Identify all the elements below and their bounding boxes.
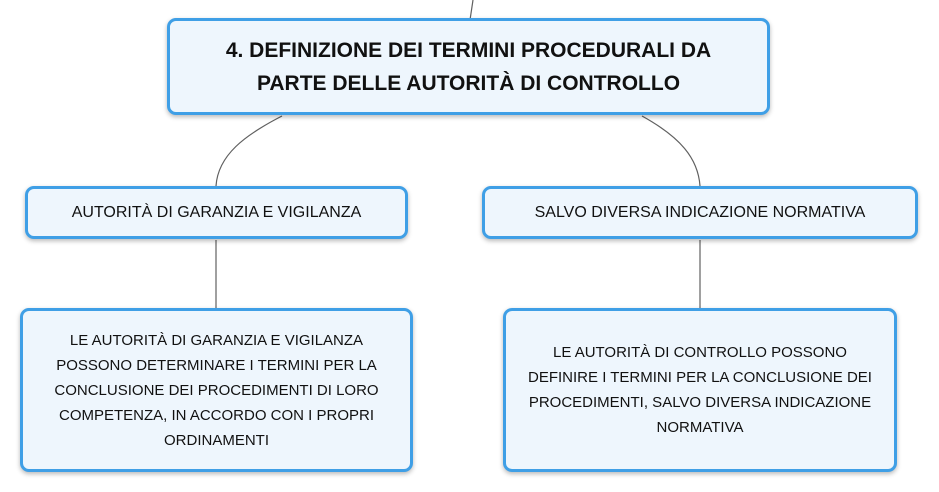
connector-root-to-left-branch xyxy=(215,115,283,187)
detail-node-text: LE AUTORITÀ DI CONTROLLO POSSONO DEFINIR… xyxy=(528,344,872,436)
detail-node-autorita-garanzia[interactable]: LE AUTORITÀ DI GARANZIA E VIGILANZA POSS… xyxy=(20,308,413,472)
root-node-label: 4. DEFINIZIONE DEI TERMINI PROCEDURALI D… xyxy=(225,38,712,95)
connector-parent-to-root xyxy=(469,0,474,21)
branch-node-label: SALVO DIVERSA INDICAZIONE NORMATIVA xyxy=(534,203,866,221)
detail-node-text: LE AUTORITÀ DI GARANZIA E VIGILANZA POSS… xyxy=(54,331,379,449)
root-node[interactable]: 4. DEFINIZIONE DEI TERMINI PROCEDURALI D… xyxy=(167,18,770,115)
branch-node-autorita-garanzia[interactable]: AUTORITÀ DI GARANZIA E VIGILANZA xyxy=(25,186,408,239)
detail-node-salvo-diversa[interactable]: LE AUTORITÀ DI CONTROLLO POSSONO DEFINIR… xyxy=(503,308,897,472)
branch-node-label: AUTORITÀ DI GARANZIA E VIGILANZA xyxy=(71,203,362,221)
branch-node-salvo-diversa[interactable]: SALVO DIVERSA INDICAZIONE NORMATIVA xyxy=(482,186,918,239)
connector-root-to-right-branch xyxy=(641,115,701,187)
